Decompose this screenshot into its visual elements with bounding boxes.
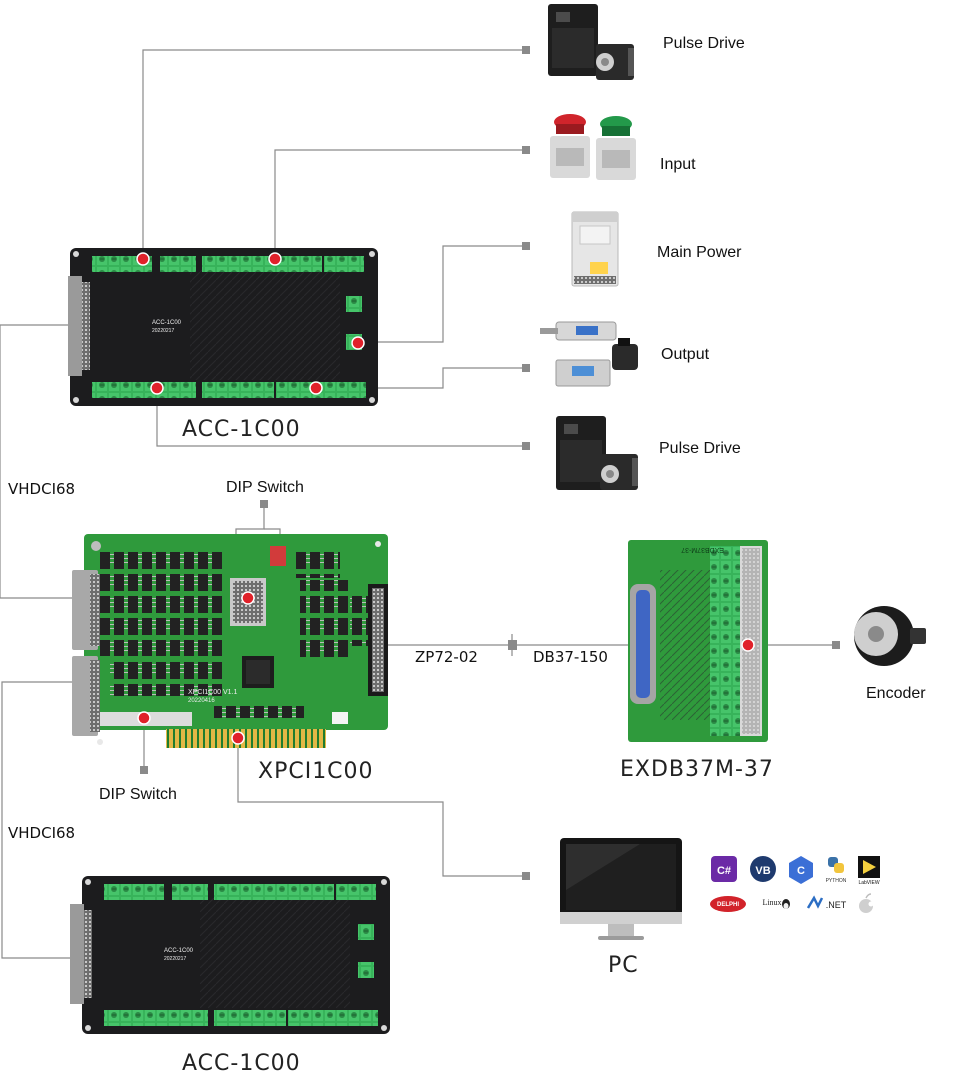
line-pulse-drive-top	[142, 49, 522, 258]
vhdci-top-label: VHDCI68	[8, 480, 75, 498]
endpoint-main-power	[522, 242, 530, 250]
delphi-text: DELPHI	[717, 902, 739, 908]
acc-top-silk: ACC-1C00	[152, 320, 182, 326]
exdb-marker	[741, 638, 755, 652]
line-pc	[237, 740, 522, 877]
labview-text: LabVIEW	[858, 880, 879, 886]
line-output	[316, 367, 522, 389]
labview-icon: LabVIEW	[858, 856, 880, 886]
apple-icon	[859, 893, 874, 913]
cpp-icon: C	[789, 856, 813, 884]
csharp-text: C#	[717, 865, 731, 877]
line-main-power	[358, 245, 522, 343]
csharp-icon: C#	[711, 856, 737, 882]
pulse-drive-top-image	[548, 4, 634, 80]
linux-icon: Linux	[762, 898, 790, 909]
acc-board-top: ACC-1C00 20220217	[68, 248, 378, 406]
delphi-icon: DELPHI	[710, 896, 746, 912]
endpoint-encoder	[832, 641, 840, 649]
acc-bottom-silk: ACC-1C00	[164, 948, 194, 954]
endpoint-output	[522, 364, 530, 372]
exdb-label: EXDB37M-37	[620, 757, 774, 782]
main-power-image	[571, 211, 619, 287]
xpci-card: XPCI1C00 V1.1 20220416	[72, 534, 388, 748]
xpci-silk: XPCI1C00 V1.1	[188, 689, 238, 696]
pc-monitor-image	[560, 838, 682, 940]
acc-bottom-label: ACC-1C00	[182, 1051, 301, 1076]
encoder-image	[854, 606, 926, 666]
pulse-drive-mid-image	[556, 416, 638, 490]
python-text: PYTHON	[826, 878, 847, 884]
pulse-drive-top-label: Pulse Drive	[663, 35, 745, 52]
main-power-label: Main Power	[657, 244, 742, 261]
output-image	[540, 321, 638, 387]
db37-label: DB37-150	[533, 648, 608, 666]
endpoint-input	[522, 146, 530, 154]
encoder-label: Encoder	[866, 685, 926, 702]
line-vhdci-top	[0, 324, 78, 599]
pc-label: PC	[608, 953, 639, 978]
acc-board-bottom: ACC-1C00 20220217	[70, 876, 390, 1034]
endpoint-dip-bottom	[140, 766, 148, 774]
endpoint-dip-top	[260, 500, 268, 508]
dip-switch-top-label: DIP Switch	[226, 479, 304, 496]
acc-top-markers	[136, 252, 365, 395]
line-input	[274, 149, 522, 258]
line-vhdci-bottom	[1, 681, 78, 959]
connection-lines	[0, 49, 832, 959]
line-endpoints	[140, 46, 840, 880]
linux-text: Linux	[762, 898, 781, 907]
input-label: Input	[660, 156, 696, 173]
vb-icon: VB	[750, 856, 776, 882]
zp72-label: ZP72-02	[415, 648, 478, 666]
output-label: Output	[661, 346, 710, 363]
exdb-silk: EXDB37M-37	[681, 546, 724, 553]
xpci-markers	[137, 591, 255, 745]
acc-top-label: ACC-1C00	[182, 417, 301, 442]
cpp-text: C	[797, 865, 805, 877]
xpci-date: 20220416	[188, 698, 215, 704]
dip-switch-bottom-label: DIP Switch	[99, 786, 177, 803]
vb-text: VB	[755, 865, 770, 877]
exdb-board: EXDB37M-37	[628, 540, 768, 742]
input-image	[550, 114, 636, 180]
dotnet-icon: .NET	[806, 895, 847, 910]
acc-bottom-date: 20220217	[164, 956, 186, 962]
endpoint-pulse-drive-top	[522, 46, 530, 54]
endpoint-pc	[522, 872, 530, 880]
xpci-label: XPCI1C00	[258, 759, 374, 784]
line-pulse-drive-mid	[156, 388, 522, 447]
dotnet-text: .NET	[826, 900, 847, 910]
python-icon: PYTHON	[826, 857, 847, 884]
vhdci-bottom-label: VHDCI68	[8, 824, 75, 842]
pulse-drive-mid-label: Pulse Drive	[659, 440, 741, 457]
endpoint-pulse-drive-mid	[522, 442, 530, 450]
acc-top-date: 20220217	[152, 328, 174, 334]
